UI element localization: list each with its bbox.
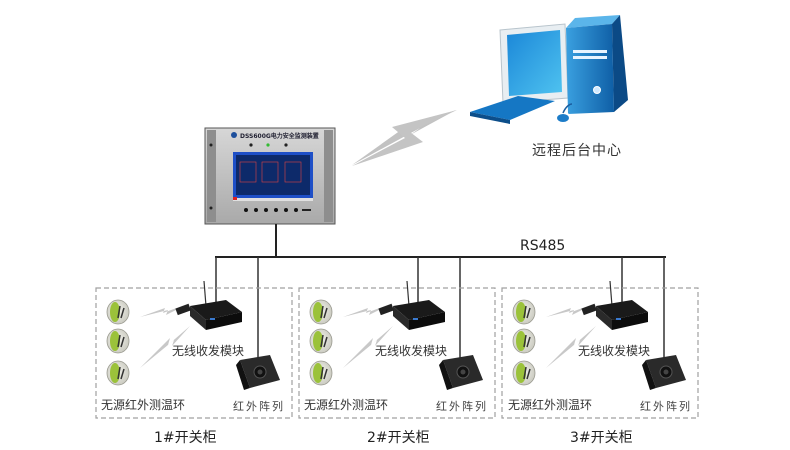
wireless-module-icon — [378, 280, 445, 330]
device-title: DSS600G电力安全监测装置 — [240, 133, 319, 140]
ir-array-camera-icon — [439, 355, 483, 390]
cabinet-border — [298, 287, 496, 419]
temperature-ring-icon — [106, 360, 130, 386]
module-label: 无线收发模块 — [172, 344, 245, 358]
cabinet-group — [501, 280, 699, 419]
ir-array-label: 红外阵列 — [640, 400, 692, 413]
cabinet-label: 3#开关柜 — [570, 430, 633, 446]
ir-array-camera-icon — [642, 355, 686, 390]
wireless-link-icon — [140, 326, 190, 368]
temperature-ring-icon — [512, 299, 536, 325]
module-label: 无线收发模块 — [578, 344, 651, 358]
cabinet-label: 2#开关柜 — [367, 430, 430, 446]
temperature-ring-icon — [309, 299, 333, 325]
wireless-link-icon — [343, 303, 393, 317]
wireless-link-icon — [343, 326, 393, 368]
bus-drops — [215, 257, 665, 360]
temperature-ring-icon — [309, 360, 333, 386]
ring-label: 无源红外测温环 — [304, 398, 389, 412]
cabinet-group — [95, 280, 293, 419]
remote-center-label: 远程后台中心 — [532, 143, 622, 159]
wireless-link-icon — [546, 326, 596, 368]
cabinet-border — [95, 287, 293, 419]
wireless-link-icon — [546, 303, 596, 317]
ir-array-camera-icon — [236, 355, 280, 390]
wireless-link-bolt — [352, 110, 457, 166]
ir-array-label: 红外阵列 — [233, 400, 285, 413]
module-label: 无线收发模块 — [375, 344, 448, 358]
desktop-computer-icon — [470, 15, 628, 124]
wireless-module-icon — [175, 280, 242, 330]
wireless-module-icon — [581, 280, 648, 330]
cabinet-group — [298, 280, 496, 419]
ring-label: 无源红外测温环 — [508, 398, 593, 412]
wireless-link-icon — [140, 303, 190, 317]
temperature-ring-icon — [106, 328, 130, 354]
wireless-link-icon — [352, 110, 456, 165]
cabinet-border — [501, 287, 699, 419]
temperature-ring-icon — [106, 299, 130, 325]
monitor-device-icon — [204, 127, 336, 225]
temperature-ring-icon — [309, 328, 333, 354]
rs485-label: RS485 — [520, 238, 566, 254]
temperature-ring-icon — [512, 360, 536, 386]
temperature-ring-icon — [512, 328, 536, 354]
ir-array-label: 红外阵列 — [436, 400, 488, 413]
ring-label: 无源红外测温环 — [101, 398, 186, 412]
cabinet-label: 1#开关柜 — [154, 430, 217, 446]
